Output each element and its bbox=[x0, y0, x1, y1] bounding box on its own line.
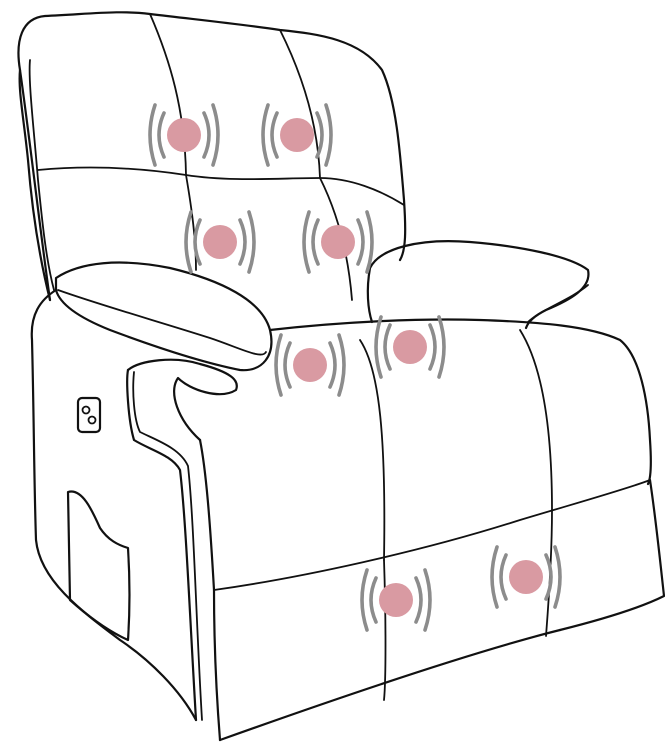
backrest bbox=[17, 11, 407, 302]
control-panel bbox=[76, 396, 102, 434]
massage-point-back-lower-left bbox=[184, 210, 256, 274]
left-arm-piping bbox=[57, 289, 267, 356]
vibration-wave-icon bbox=[437, 315, 446, 379]
vibration-wave-icon bbox=[365, 210, 374, 274]
massage-dot-icon bbox=[321, 225, 355, 259]
vibration-wave-icon bbox=[261, 103, 270, 167]
right-arm-side bbox=[366, 266, 374, 324]
vibration-wave-icon bbox=[157, 111, 166, 159]
massage-dot-icon bbox=[280, 118, 314, 152]
seat-front-edge bbox=[198, 438, 216, 592]
vibration-wave-icon bbox=[328, 341, 337, 389]
vibration-wave-icon bbox=[193, 218, 202, 266]
vibration-wave-icon bbox=[315, 111, 324, 159]
seat-seam bbox=[359, 339, 386, 561]
left-arm-scroll bbox=[126, 358, 238, 442]
backrest-left-seam bbox=[28, 59, 55, 291]
vibration-wave-icon bbox=[247, 210, 256, 274]
massage-dot-icon bbox=[203, 225, 237, 259]
massage-point-seat-right bbox=[374, 315, 446, 379]
left-arm-front-inner bbox=[132, 371, 203, 721]
massage-point-back-upper-left bbox=[148, 103, 220, 167]
footrest-left-edge bbox=[212, 588, 222, 742]
right-armrest bbox=[366, 240, 590, 330]
footrest-seam-left bbox=[383, 559, 387, 701]
power-control-button[interactable] bbox=[76, 396, 102, 434]
massage-dot-icon bbox=[379, 583, 413, 617]
massage-dot-icon bbox=[393, 330, 427, 364]
vibration-wave-icon bbox=[274, 333, 283, 397]
vibration-wave-icon bbox=[356, 218, 365, 266]
massage-dot-icon bbox=[293, 348, 327, 382]
vibration-wave-icon bbox=[324, 103, 333, 167]
control-down-icon bbox=[87, 415, 97, 425]
vibration-wave-icon bbox=[383, 323, 392, 371]
left-arm-front bbox=[126, 368, 198, 722]
vibration-wave-icon bbox=[211, 103, 220, 167]
vibration-wave-icon bbox=[428, 323, 437, 371]
vibration-wave-icon bbox=[337, 333, 346, 397]
seat-cushion bbox=[198, 318, 652, 592]
vibration-wave-icon bbox=[553, 545, 562, 609]
footrest-bottom bbox=[218, 628, 562, 742]
backrest-seam-left bbox=[149, 13, 187, 176]
seat-outline bbox=[268, 318, 652, 486]
massage-point-seat-left bbox=[274, 333, 346, 397]
left-arm-top bbox=[54, 261, 273, 372]
backrest-lower-seam-left bbox=[185, 174, 197, 271]
vibration-wave-icon bbox=[148, 103, 157, 167]
vibration-wave-icon bbox=[374, 315, 383, 379]
massage-point-footrest-right bbox=[490, 545, 562, 609]
vibration-wave-icon bbox=[311, 218, 320, 266]
left-side-panel bbox=[30, 288, 198, 722]
massage-dot-icon bbox=[509, 560, 543, 594]
vibration-wave-icon bbox=[423, 568, 432, 632]
vibration-wave-icon bbox=[360, 568, 369, 632]
vibration-wave-icon bbox=[202, 111, 211, 159]
control-up-icon bbox=[81, 405, 91, 415]
vibration-wave-icon bbox=[414, 576, 423, 624]
vibration-wave-icon bbox=[369, 576, 378, 624]
backrest-left-edge bbox=[18, 68, 52, 302]
side-pocket bbox=[66, 490, 131, 642]
footrest-top-seam bbox=[213, 479, 651, 591]
seat-seam-right bbox=[519, 329, 553, 511]
massage-point-back-upper-right bbox=[261, 103, 333, 167]
vibration-wave-icon bbox=[238, 218, 247, 266]
vibration-wave-icon bbox=[490, 545, 499, 609]
right-arm-piping bbox=[527, 284, 589, 323]
backrest-horizontal-seam bbox=[37, 166, 405, 206]
massage-point-footrest-left bbox=[360, 568, 432, 632]
vibration-wave-icon bbox=[270, 111, 279, 159]
massage-point-back-lower-right bbox=[302, 210, 374, 274]
left-armrest bbox=[30, 261, 273, 722]
vibration-wave-icon bbox=[302, 210, 311, 274]
footrest bbox=[212, 478, 665, 742]
vibration-wave-icon bbox=[544, 553, 553, 601]
vibration-wave-icon bbox=[499, 553, 508, 601]
massage-dot-icon bbox=[167, 118, 201, 152]
footrest-right-edge bbox=[558, 478, 665, 632]
backrest-outline bbox=[17, 11, 407, 302]
massage-points-layer bbox=[148, 103, 562, 632]
vibration-wave-icon bbox=[283, 341, 292, 389]
vibration-wave-icon bbox=[184, 210, 193, 274]
backrest-seam-right bbox=[279, 29, 321, 179]
